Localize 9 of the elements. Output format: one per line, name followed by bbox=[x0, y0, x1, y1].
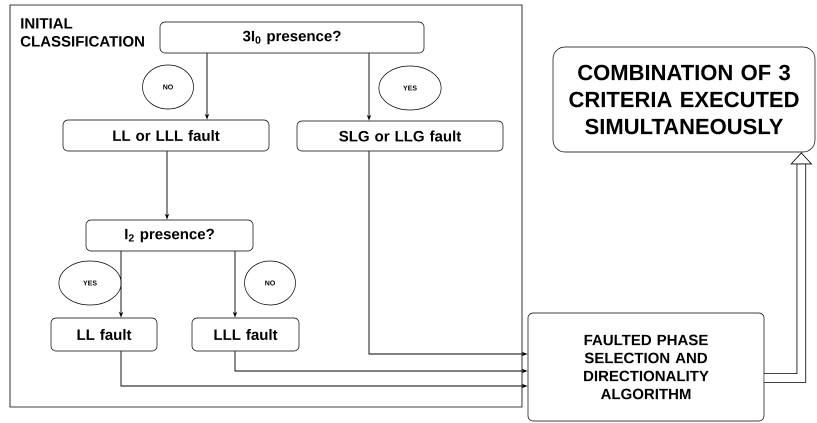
process-box: LL fault bbox=[50, 318, 158, 352]
process-box: SLG or LLG fault bbox=[296, 120, 504, 152]
heading: INITIAL CLASSIFICATION bbox=[20, 18, 144, 47]
process-box: FAULTED PHASE SELECTION AND DIRECTIONALITY ALGORITHM bbox=[528, 312, 764, 422]
process-box: LLL fault bbox=[192, 318, 300, 352]
process-box: 3I$_{0}$ presence? bbox=[160, 22, 424, 54]
process-box: I$_{2}$ presence? bbox=[86, 220, 254, 252]
process-box: LL or LLL fault bbox=[62, 120, 270, 152]
process-box: COMBINATION OF 3 CRITERIA EXECUTED SIMULTANEOUSLY bbox=[552, 46, 816, 152]
